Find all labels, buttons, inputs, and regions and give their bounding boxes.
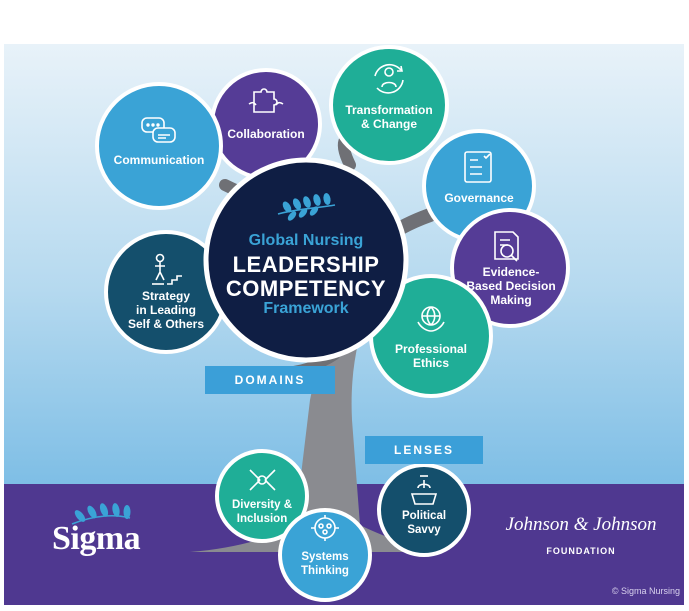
circle-transformation: [329, 45, 449, 165]
person-cycle-icon: [374, 63, 404, 94]
checklist-building-icon: [464, 151, 492, 183]
domain-label-evidence: Evidence- Based Decision Making: [466, 265, 556, 308]
domains-label: DOMAINS: [234, 373, 306, 387]
domain-label-transformation: Transformation & Change: [345, 103, 433, 132]
domain-circles: [95, 45, 570, 398]
laurel-icon: [277, 193, 336, 221]
domains-label-bg: [205, 366, 335, 394]
document-magnifier-icon: [494, 231, 519, 262]
domain-label-collaboration: Collaboration: [227, 127, 305, 141]
domain-label-ethics: Professional Ethics: [394, 342, 468, 371]
lenses-label-bg: [365, 436, 483, 464]
center-title-line3: COMPETENCY: [225, 276, 387, 301]
capitol-podium-icon: [410, 475, 438, 505]
center-title-line4: Framework: [263, 300, 349, 317]
center-circle: [203, 157, 409, 363]
center-title-line1: Global Nursing: [248, 232, 364, 249]
joined-hands-icon: [249, 469, 276, 491]
circle-political: [377, 463, 471, 557]
lens-label-diversity: Diversity & Inclusion: [231, 499, 293, 525]
sigma-logo: Sigma: [52, 520, 141, 557]
domain-label-strategy: Strategy in Leading Self & Others: [127, 289, 205, 332]
domain-label-communication: Communication: [113, 153, 205, 167]
person-steps-icon: [152, 253, 182, 285]
center-title-line2: LEADERSHIP: [232, 252, 380, 277]
circle-communication: [95, 82, 223, 210]
people-network-icon: [311, 515, 339, 541]
circle-systems: [278, 508, 372, 602]
lens-circles: [215, 449, 471, 602]
circle-diversity: [215, 449, 309, 543]
puzzle-hands-icon: [248, 88, 284, 113]
jj-foundation: FOUNDATION: [546, 546, 616, 556]
copyright-text: © Sigma Nursing: [611, 586, 680, 596]
lenses-label: LENSES: [393, 443, 454, 457]
lens-label-political: Political Savvy: [401, 510, 447, 536]
sigma-laurel-icon: [71, 503, 131, 525]
globe-hands-icon: [417, 306, 445, 332]
jj-logo: Johnson & Johnson: [505, 514, 657, 535]
lens-label-systems: Systems Thinking: [301, 551, 349, 577]
chat-bubbles-icon: [141, 117, 176, 143]
tree-trunk: [190, 300, 440, 552]
domain-label-governance: Governance: [444, 191, 514, 205]
circle-evidence: [450, 208, 570, 328]
